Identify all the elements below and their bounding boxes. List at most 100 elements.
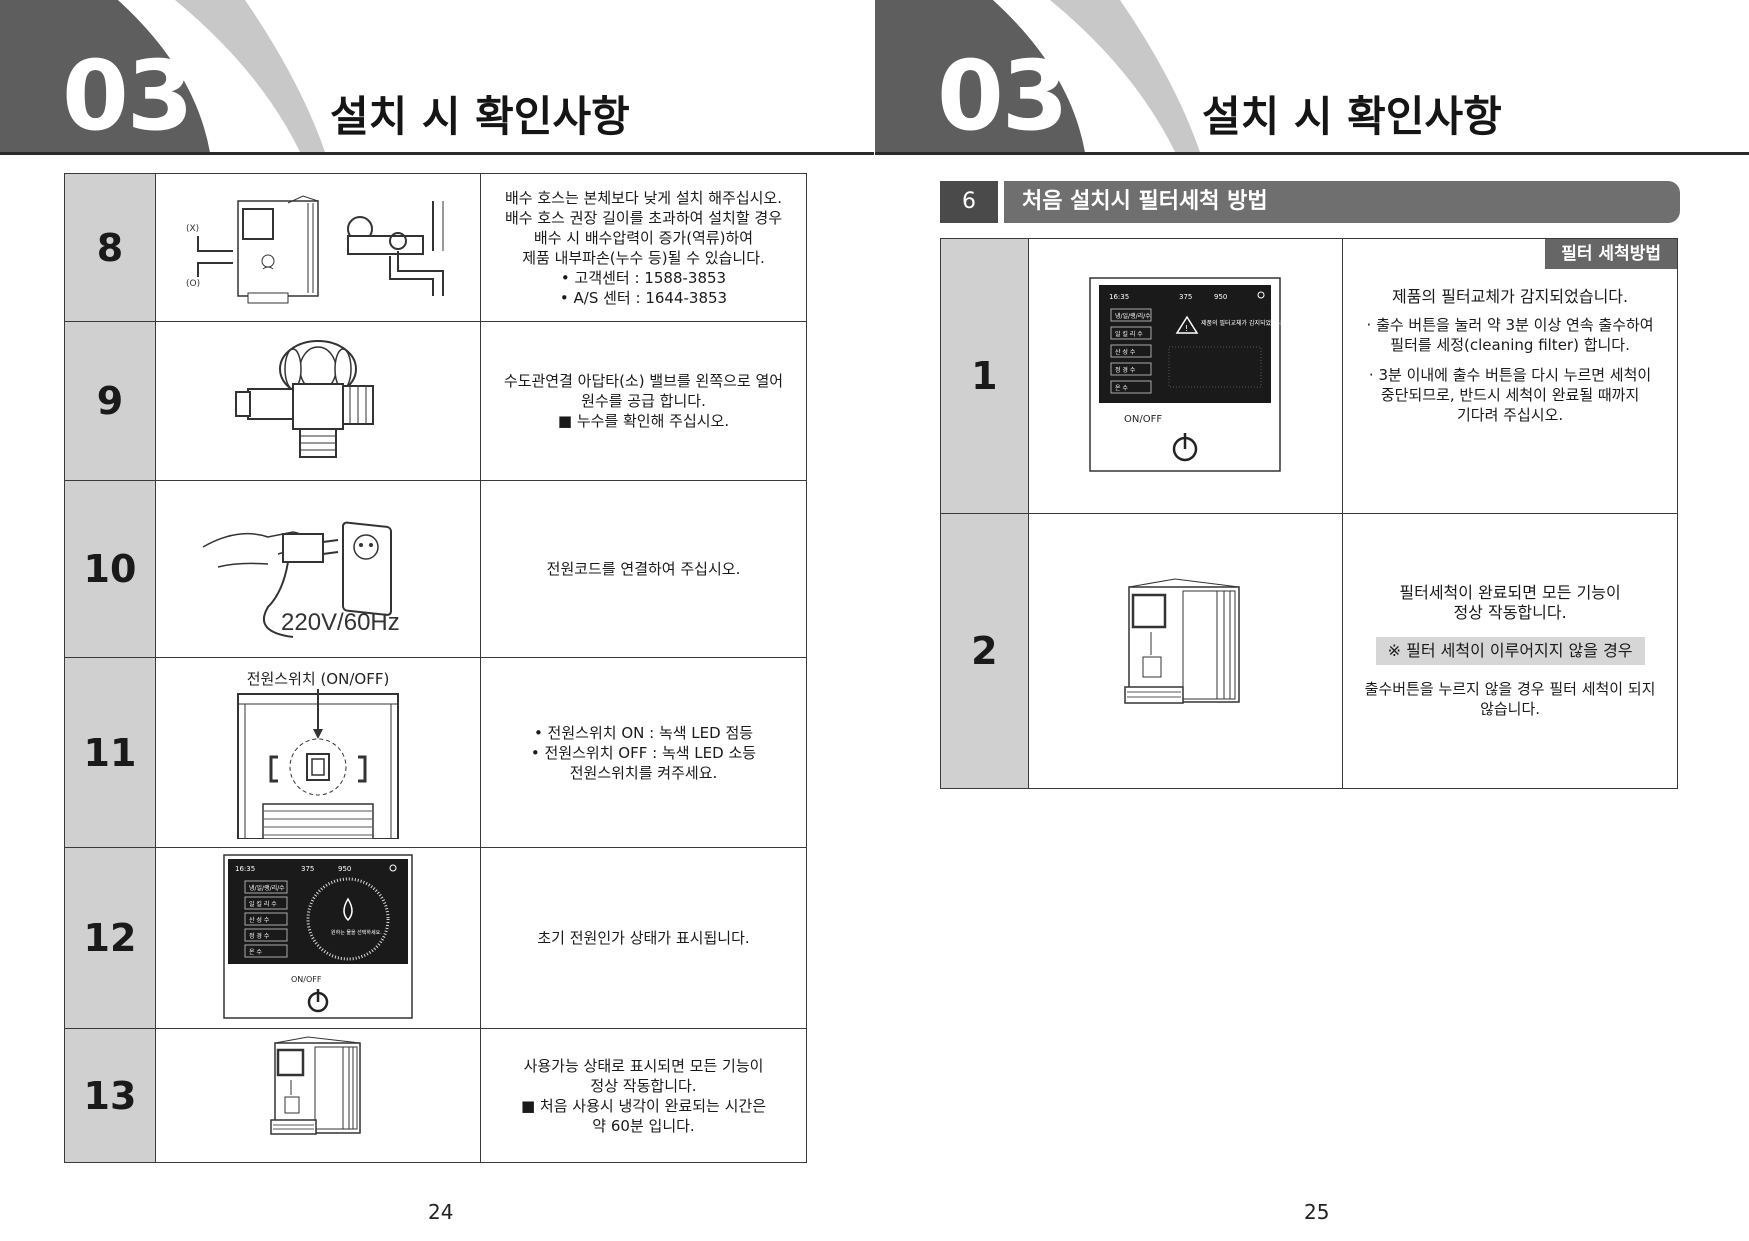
svg-text:950: 950 — [1214, 293, 1227, 301]
step-description: 수도관연결 아답타(소) 밸브를 왼쪽으로 열어 원수를 공급 합니다. ■ 누… — [480, 321, 807, 481]
step-illustration: 16:35 375 950 냉/일/랭/리/수 일 킬 리 수 산 성 수 정 … — [1027, 238, 1344, 514]
step-row-10: 10 220V/60Hz 전원코드를 연결하여 주십시오. — [64, 480, 807, 658]
screen-time: 16:35 — [235, 865, 255, 873]
desc-line: 않습니다. — [1480, 700, 1541, 718]
step1-title: 제품의 필터교체가 감지되었습니다. — [1392, 287, 1629, 306]
header-rule — [875, 152, 1749, 155]
svg-text:원하는 물을 선택하세요.: 원하는 물을 선택하세요. — [331, 929, 382, 936]
step-description: 필터세척이 완료되면 모든 기능이 정상 작동합니다. ※ 필터 세척이 이루어… — [1342, 513, 1678, 789]
svg-text:정 경 수: 정 경 수 — [1115, 367, 1136, 374]
step-number: 2 — [940, 513, 1029, 789]
right-page: 03 설치 시 확인사항 6 처음 설치시 필터세척 방법 1 16:35 37… — [875, 0, 1749, 1241]
step-number: 9 — [64, 321, 156, 481]
step-row-11: 11 전원스위치 (ON/OFF) — [64, 657, 807, 848]
svg-text:제품의 필터교체가 감지되었습니다.: 제품의 필터교체가 감지되었습니다. — [1201, 319, 1281, 327]
power-plug-illustration — [202, 521, 392, 638]
valve-adapter-illustration — [235, 340, 374, 458]
desc-line: 필터세척이 완료되면 모든 기능이 — [1399, 583, 1621, 602]
step-row-8: 8 (X) (O) — [64, 173, 807, 322]
screen-tds-out: 950 — [338, 865, 351, 873]
step-row-13: 13 사용가능 상태로 표시되면 모든 기능이 — [64, 1028, 807, 1163]
desc-line: ■ 처음 사용시 냉각이 완료되는 시간은 — [520, 1096, 766, 1115]
desc-line: 사용가능 상태로 표시되면 모든 기능이 — [523, 1056, 764, 1075]
chapter-number: 03 — [937, 40, 1069, 152]
svg-text:정 경 수: 정 경 수 — [249, 933, 270, 940]
voltage-label: 220V/60Hz — [281, 609, 400, 636]
desc-line: 원수를 공급 합니다. — [581, 392, 706, 410]
desc-line: 필터를 세정(cleaning filter) 합니다. — [1390, 336, 1630, 354]
filter-alert-screen-illustration: 16:35 375 950 냉/일/랭/리/수 일 킬 리 수 산 성 수 정 … — [1089, 276, 1290, 472]
step-description: 사용가능 상태로 표시되면 모든 기능이 정상 작동합니다. ■ 처음 사용시 … — [480, 1028, 807, 1163]
svg-text:온 수: 온 수 — [249, 949, 262, 956]
step-description: • 전원스위치 ON : 녹색 LED 점등 • 전원스위치 OFF : 녹색 … — [480, 657, 807, 848]
svg-text:16:35: 16:35 — [1109, 293, 1129, 301]
step-illustration — [155, 321, 481, 481]
svg-text:산 성 수: 산 성 수 — [249, 916, 270, 924]
svg-text:일 킬 리 수: 일 킬 리 수 — [249, 900, 277, 908]
step-number: 11 — [64, 657, 156, 848]
section-header: 6 처음 설치시 필터세척 방법 — [940, 181, 1680, 223]
filter-cleaning-table: 1 16:35 375 950 냉/일/랭/리/수 일 킬 리 수 산 — [940, 238, 1678, 789]
svg-text:375: 375 — [1179, 293, 1192, 301]
left-page: 03 설치 시 확인사항 8 (X) (O) — [0, 0, 874, 1241]
note-highlight: ※ 필터 세척이 이루어지지 않을 경우 — [1375, 637, 1645, 665]
step-number: 10 — [64, 480, 156, 658]
step-illustration: (X) (O) — [155, 173, 481, 322]
svg-text:!: ! — [1185, 324, 1188, 333]
desc-line: 출수버튼을 누르지 않을 경우 필터 세척이 되지 — [1364, 680, 1656, 698]
desc-line: 약 60분 입니다. — [592, 1116, 695, 1135]
step-row-1: 1 16:35 375 950 냉/일/랭/리/수 일 킬 리 수 산 — [940, 238, 1678, 514]
desc-line: 배수 호스는 본체보다 낮게 설치 해주십시오. — [504, 188, 782, 207]
step-row-12: 12 16:35 375 950 냉/일/랭/리/수 일 킬 리 수 산 — [64, 847, 807, 1029]
chapter-title: 설치 시 확인사항 — [330, 92, 630, 141]
desc-line: 제품 내부파손(누수 등)될 수 있습니다. — [522, 248, 765, 267]
desc-line: 정상 작동합니다. — [590, 1076, 697, 1095]
wrong-label: (X) — [186, 224, 199, 234]
chapter-number: 03 — [62, 40, 194, 152]
step-illustration: 전원스위치 (ON/OFF) — [155, 657, 481, 848]
svg-text:냉/일/랭/리/수: 냉/일/랭/리/수 — [249, 884, 285, 892]
desc-line: 배수 시 배수압력이 증가(역류)하여 — [533, 228, 754, 247]
step-description: 전원코드를 연결하여 주십시오. — [480, 480, 807, 658]
step-row-2: 2 필터세척이 완료되면 모든 기능이 정상 작 — [940, 513, 1678, 789]
filter-cleaning-badge: 필터 세척방법 — [1545, 239, 1677, 269]
svg-text:냉/일/랭/리/수: 냉/일/랭/리/수 — [1115, 312, 1151, 320]
svg-text:일 킬 리 수: 일 킬 리 수 — [1115, 330, 1143, 338]
desc-line: 전원코드를 연결하여 주십시오. — [546, 560, 741, 578]
steps-table: 8 (X) (O) — [64, 173, 807, 1163]
page-number: 25 — [1304, 1200, 1330, 1224]
water-purifier-illustration — [1124, 577, 1241, 704]
desc-line: 수도관연결 아답타(소) 밸브를 왼쪽으로 열어 — [503, 372, 784, 390]
step-number: 12 — [64, 847, 156, 1029]
step-illustration: 220V/60Hz — [155, 480, 481, 658]
step-number: 8 — [64, 173, 156, 322]
step-illustration — [155, 1028, 481, 1163]
svg-text:ON/OFF: ON/OFF — [1124, 414, 1162, 425]
desc-line: 정상 작동합니다. — [1453, 603, 1567, 622]
step-description: 배수 호스는 본체보다 낮게 설치 해주십시오. 배수 호스 권장 길이를 초과… — [480, 173, 807, 322]
desc-line: ■ 누수를 확인해 주십시오. — [557, 412, 730, 430]
desc-line: 기다려 주십시오. — [1457, 406, 1564, 424]
desc-line: 초기 전원인가 상태가 표시됩니다. — [537, 929, 750, 947]
water-purifier-illustration — [270, 1035, 361, 1135]
svg-text:산 성 수: 산 성 수 — [1115, 348, 1136, 356]
power-switch-illustration — [237, 689, 399, 840]
desc-line: · 3분 이내에 출수 버튼을 다시 누르면 세척이 — [1368, 366, 1652, 384]
chapter-header-graphic — [0, 0, 325, 152]
desc-line: • 전원스위치 OFF : 녹색 LED 소등 — [530, 743, 757, 762]
step-illustration: 16:35 375 950 냉/일/랭/리/수 일 킬 리 수 산 성 수 정 … — [155, 847, 481, 1029]
step-description: 초기 전원인가 상태가 표시됩니다. — [480, 847, 807, 1029]
desc-line: • 고객센터 : 1588-3853 — [560, 268, 727, 287]
section-number: 6 — [940, 181, 1004, 223]
initial-screen-illustration: 16:35 375 950 냉/일/랭/리/수 일 킬 리 수 산 성 수 정 … — [223, 853, 413, 1019]
step-number: 13 — [64, 1028, 156, 1163]
step-description: 필터 세척방법 제품의 필터교체가 감지되었습니다. · 출수 버튼을 눌러 약… — [1342, 238, 1678, 514]
step-illustration — [1027, 513, 1344, 789]
chapter-title: 설치 시 확인사항 — [1202, 92, 1502, 141]
power-switch-label: 전원스위치 (ON/OFF) — [246, 670, 390, 688]
drain-hose-illustration: (X) (O) — [186, 194, 444, 303]
svg-text:온 수: 온 수 — [1115, 385, 1128, 392]
desc-line: 중단되므로, 반드시 세척이 완료될 때까지 — [1380, 386, 1640, 404]
desc-line: 전원스위치를 켜주세요. — [569, 763, 718, 782]
right-label: (O) — [186, 279, 200, 289]
